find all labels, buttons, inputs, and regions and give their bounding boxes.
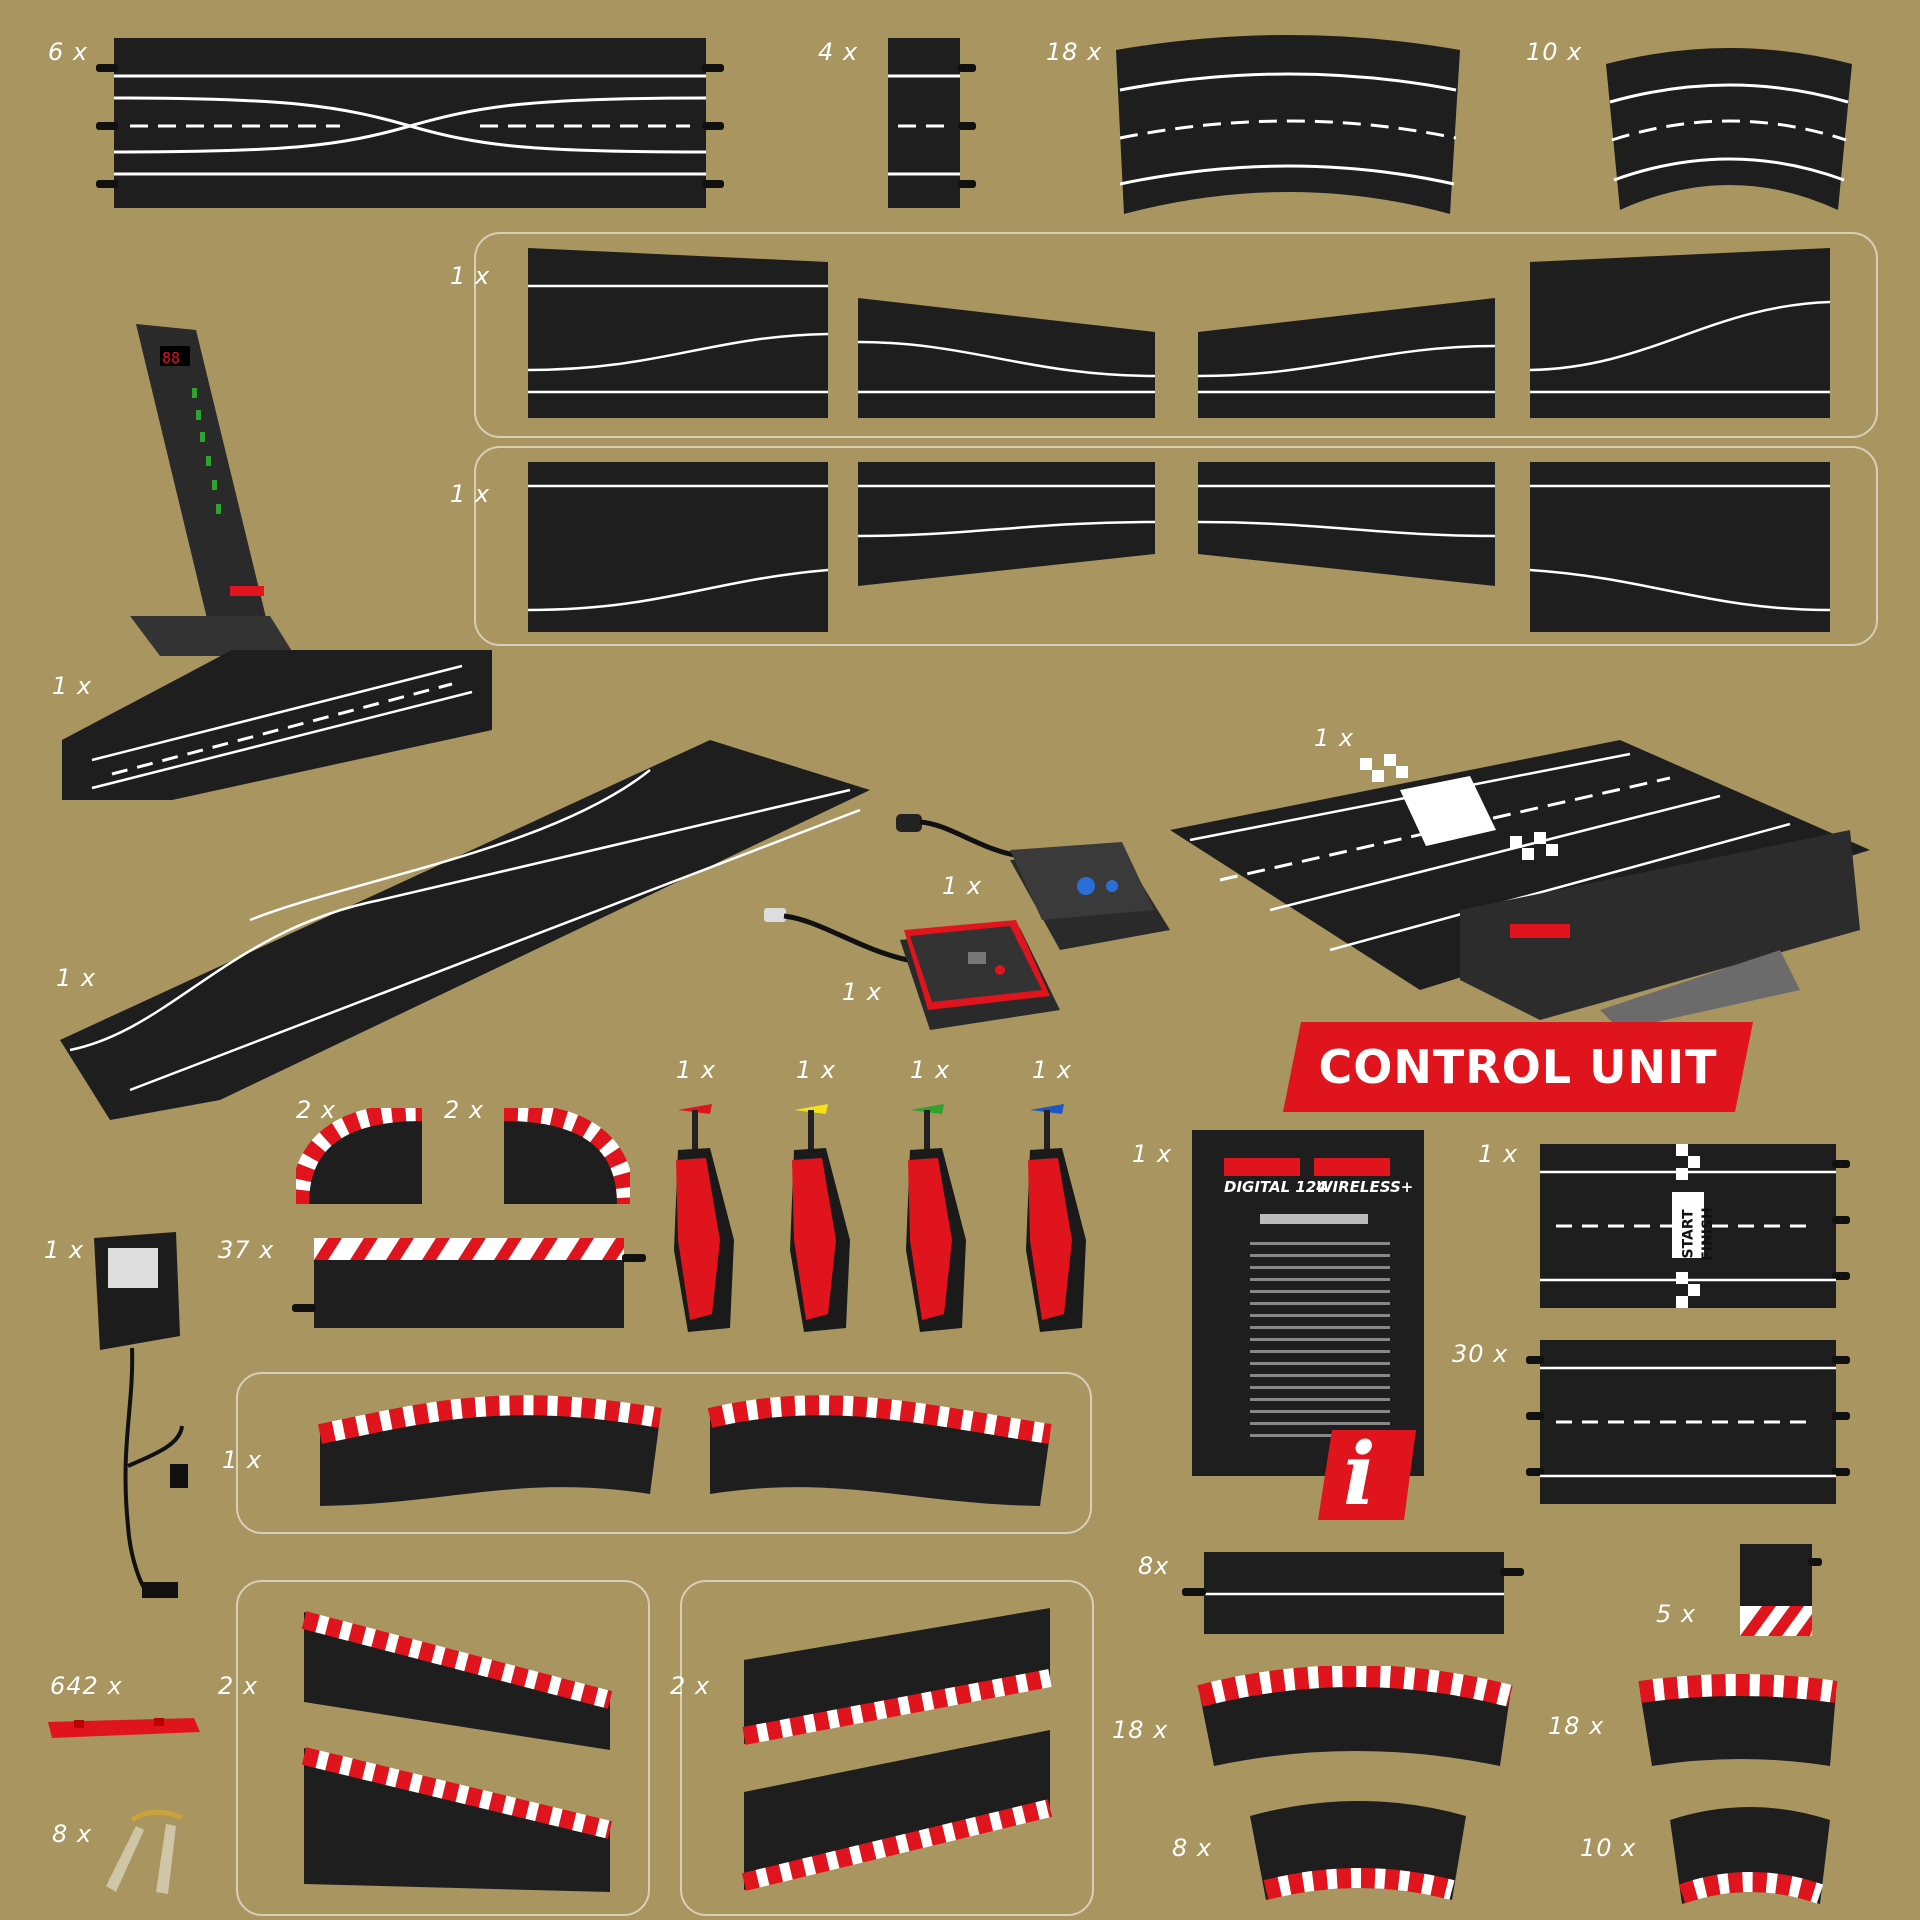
controller-blue[interactable] [1012,1100,1112,1336]
app-connect-qty: 1 x [942,872,983,900]
curve-tight-track [1606,48,1852,210]
border-set-b-box [680,1580,1094,1916]
start-finish-qty: 1 x [1478,1140,1519,1168]
controller-yellow-qty: 1 x [796,1056,837,1084]
clip-part [48,1718,200,1738]
border-straight [292,1238,646,1328]
wireless-receiver [764,908,1060,1030]
lane-change-set2-qty: 1 x [450,480,491,508]
short-straight-qty: 4 x [818,38,859,66]
lane-change-set1-pieces [527,248,1831,418]
finish-label: FINISH [1699,1207,1716,1261]
chicane-border-right [707,1395,1052,1506]
svg-text:88: 88 [162,349,180,367]
lap-counter-track [62,650,492,800]
border-curve-b [1638,1674,1838,1766]
border-end-qty: 5 x [1656,1600,1697,1628]
border-curve-a [1197,1666,1513,1766]
border-corner-b-qty: 2 x [444,1096,485,1124]
border-curve-d [1670,1807,1830,1904]
straight-qty: 30 x [1452,1340,1509,1368]
chicane-border-left [318,1395,662,1506]
lane-change-set2-box [474,446,1878,646]
lane-change-set1-box [474,232,1878,438]
power-supply [94,1232,188,1598]
border-set-a-box [236,1580,650,1916]
border-end [1740,1544,1822,1636]
controller-green[interactable] [892,1100,992,1336]
border-curve-b-qty: 18 x [1548,1712,1605,1740]
border-set-a-qty: 2 x [218,1672,259,1700]
controller-yellow[interactable] [776,1100,876,1336]
control-unit-badge-bg [1283,1022,1753,1112]
pit-lane-qty: 1 x [56,964,97,992]
controller-red-qty: 1 x [676,1056,717,1084]
guide-keels-qty: 8 x [52,1820,93,1848]
crossover-qty: 6 x [48,38,89,66]
manual-qty: 1 x [1132,1140,1173,1168]
manual-brand-left: DIGITAL 124 [1224,1178,1327,1196]
control-unit-track [1170,740,1870,1030]
straight-short-8-qty: 8x [1138,1552,1170,1580]
short-straight-track [888,38,976,208]
start-finish-track [1540,1144,1850,1308]
clips-qty: 642 x [50,1672,123,1700]
border-curve-c [1250,1801,1466,1900]
manual-brand-right: WIRELESS+ [1316,1178,1414,1196]
lane-change-set2-pieces [527,462,1831,632]
curve-tight-qty: 10 x [1526,38,1583,66]
curve-wide-qty: 18 x [1046,38,1103,66]
chicane-borders-qty: 1 x [222,1446,263,1474]
border-curve-c-qty: 8 x [1172,1834,1213,1862]
controller-green-qty: 1 x [910,1056,951,1084]
app-connect-module [896,814,1170,950]
border-corner-a-qty: 2 x [296,1096,337,1124]
border-set-a [301,1611,613,1892]
lap-counter-tower: 88 [130,324,295,656]
control-unit-label: CONTROL UNIT [1318,1040,1718,1094]
lane-change-set1-qty: 1 x [450,262,491,290]
guide-keel-part [106,1809,184,1894]
control-unit-qty: 1 x [1314,724,1355,752]
wireless-receiver-qty: 1 x [842,978,883,1006]
border-set-b-qty: 2 x [670,1672,711,1700]
power-supply-qty: 1 x [44,1236,85,1264]
border-curve-a-qty: 18 x [1112,1716,1169,1744]
lap-counter-qty: 1 x [52,672,93,700]
manual-booklet [1192,1130,1424,1520]
straight-short-8-track [1182,1552,1524,1634]
straight-track [1526,1340,1850,1504]
border-set-b [741,1608,1053,1891]
border-straight-qty: 37 x [218,1236,275,1264]
control-unit-badge: CONTROL UNIT [1283,1022,1753,1112]
curve-wide-track [1116,35,1460,214]
border-corner-a [296,1108,423,1205]
border-corner-b [503,1108,630,1205]
info-icon: i [1343,1424,1376,1525]
pit-lane-track [60,740,870,1120]
border-curve-d-qty: 10 x [1580,1834,1637,1862]
crossover-track [96,38,724,208]
start-label: START [1680,1209,1697,1259]
chicane-borders-box [236,1372,1092,1534]
controller-blue-qty: 1 x [1032,1056,1073,1084]
controller-red[interactable] [660,1100,760,1336]
